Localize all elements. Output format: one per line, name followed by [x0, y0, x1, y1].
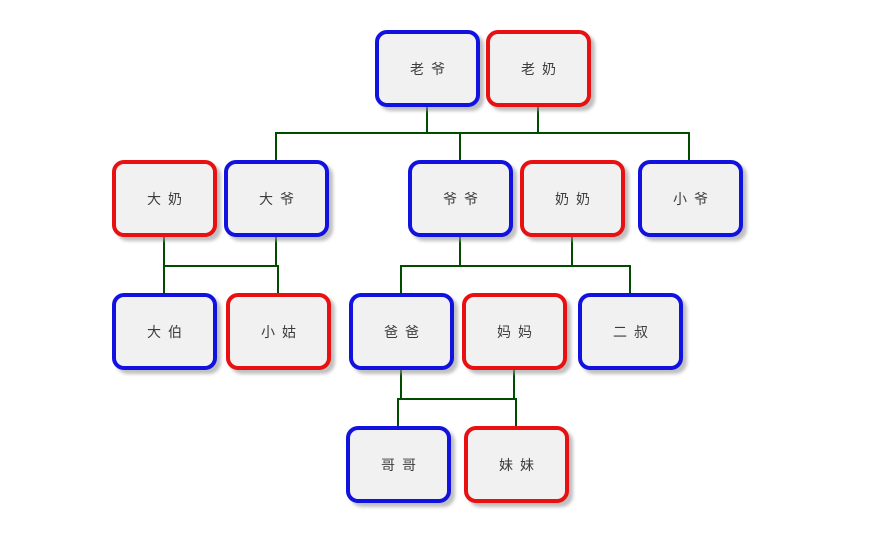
connector-line [397, 398, 399, 426]
node-xiaoye: 小爷 [638, 160, 743, 237]
node-ershu: 二叔 [578, 293, 683, 370]
node-nainai: 奶奶 [520, 160, 625, 237]
connector-line [275, 132, 690, 134]
connector-line [629, 265, 631, 293]
connector-line [277, 265, 279, 293]
node-baba: 爸爸 [349, 293, 454, 370]
connector-line [400, 265, 631, 267]
connector-line [513, 370, 515, 399]
node-label: 妹妹 [499, 458, 541, 474]
node-label: 爷爷 [443, 192, 485, 208]
node-label: 老奶 [521, 62, 563, 78]
connector-line [515, 398, 517, 426]
node-label: 大伯 [147, 325, 189, 341]
node-xiaogu: 小姑 [226, 293, 331, 370]
node-meimei: 妹妹 [464, 426, 569, 503]
node-label: 奶奶 [555, 192, 597, 208]
node-label: 大爷 [259, 192, 301, 208]
node-dabo: 大伯 [112, 293, 217, 370]
connector-line [397, 398, 517, 400]
connector-line [571, 237, 573, 266]
connector-line [426, 107, 428, 134]
connector-line [275, 237, 277, 266]
connector-line [275, 132, 277, 160]
node-laoye: 老爷 [375, 30, 480, 107]
connector-line [537, 107, 539, 134]
node-daye: 大爷 [224, 160, 329, 237]
connector-line [400, 265, 402, 293]
node-label: 妈妈 [497, 325, 539, 341]
node-label: 哥哥 [381, 458, 423, 474]
connector-line [163, 237, 165, 266]
node-gege: 哥哥 [346, 426, 451, 503]
node-danai: 大奶 [112, 160, 217, 237]
connector-line [459, 237, 461, 266]
connector-line [459, 132, 461, 160]
node-yeye: 爷爷 [408, 160, 513, 237]
node-laonai: 老奶 [486, 30, 591, 107]
node-label: 小姑 [261, 325, 303, 341]
node-mama: 妈妈 [462, 293, 567, 370]
node-label: 爸爸 [384, 325, 426, 341]
node-label: 二叔 [613, 325, 655, 341]
node-label: 小爷 [673, 192, 715, 208]
connector-line [163, 265, 279, 267]
node-label: 大奶 [147, 192, 189, 208]
connector-line [163, 265, 165, 293]
node-label: 老爷 [410, 62, 452, 78]
connector-line [688, 132, 690, 160]
connector-line [400, 370, 402, 399]
